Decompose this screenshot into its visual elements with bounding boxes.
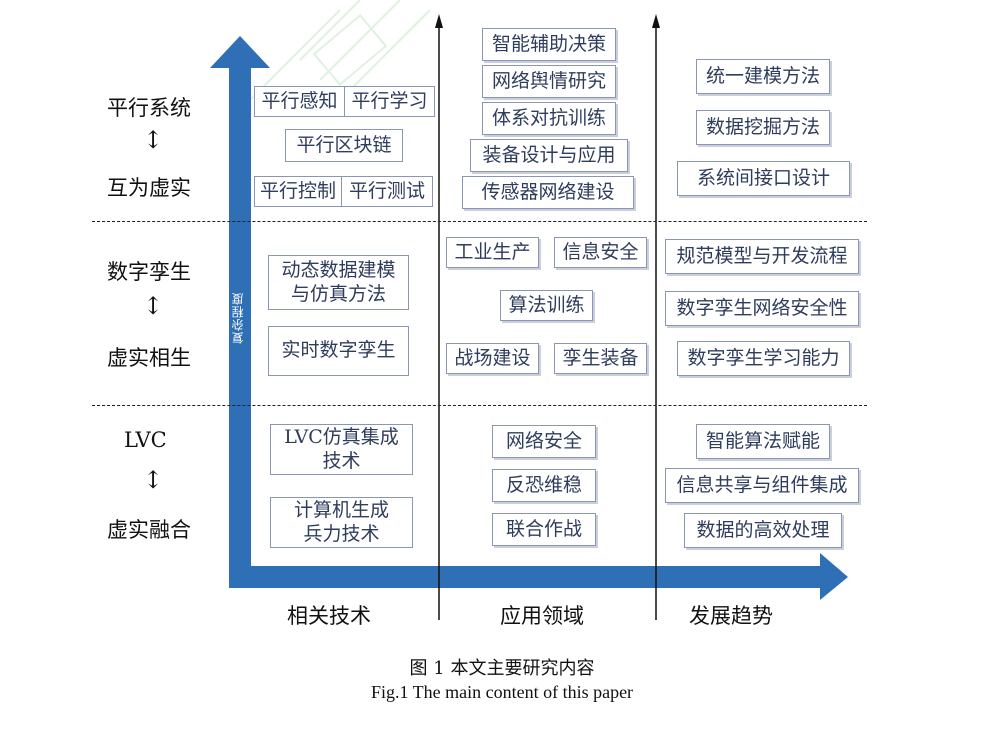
app-box-battlefield-construction: 战场建设 <box>446 343 539 374</box>
trend-box-intelligent-algorithm: 智能算法赋能 <box>696 424 830 459</box>
tech-box-parallel-blockchain: 平行区块链 <box>285 129 403 162</box>
double-arrow-icon: ↕ <box>143 466 164 494</box>
column-label-trend: 发展趋势 <box>689 604 773 628</box>
tech-box-lvc-simulation: LVC仿真集成 技术 <box>270 424 413 475</box>
tech-box-line: 与仿真方法 <box>290 282 386 305</box>
tech-box-parallel-perception: 平行感知 <box>254 86 345 117</box>
app-box-anti-terrorism: 反恐维稳 <box>492 469 596 502</box>
tech-box-line: 技术 <box>322 449 361 472</box>
app-box-industrial-production: 工业生产 <box>446 237 539 268</box>
tech-box-parallel-learning: 平行学习 <box>344 86 435 117</box>
row-label-parallel-system: 平行系统 <box>107 96 191 120</box>
tech-box-computer-generated-forces: 计算机生成 兵力技术 <box>270 497 413 548</box>
trend-box-standard-model: 规范模型与开发流程 <box>665 239 859 274</box>
trend-box-system-interface: 系统间接口设计 <box>677 161 850 196</box>
trend-box-info-sharing: 信息共享与组件集成 <box>665 468 859 503</box>
row-separator-2 <box>92 405 867 406</box>
double-arrow-icon: ↕ <box>143 126 164 154</box>
tech-box-realtime-digital-twin: 实时数字孪生 <box>268 326 409 376</box>
app-box-system-confrontation: 体系对抗训练 <box>482 102 616 135</box>
tech-box-line: 计算机生成 <box>293 498 389 521</box>
app-box-sensor-network: 传感器网络建设 <box>462 176 634 209</box>
figure-caption-en: Fig.1 The main content of this paper <box>370 682 634 702</box>
tech-box-line: 动态数据建模 <box>281 258 396 281</box>
app-box-public-opinion: 网络舆情研究 <box>482 65 616 98</box>
row-label-digital-twin: 数字孪生 <box>107 260 191 284</box>
app-box-decision-support: 智能辅助决策 <box>482 28 616 61</box>
column-label-application: 应用领域 <box>500 604 584 628</box>
row-label-virtual-real-born: 虚实相生 <box>107 346 191 370</box>
row-label-lvc: LVC <box>124 428 167 452</box>
tech-box-parallel-testing: 平行测试 <box>341 176 433 207</box>
app-box-equipment-design: 装备设计与应用 <box>470 139 628 172</box>
row-separator-1 <box>92 221 867 222</box>
app-box-twin-equipment: 孪生装备 <box>554 343 647 374</box>
trend-box-twin-network-security: 数字孪生网络安全性 <box>665 291 859 326</box>
app-box-information-security: 信息安全 <box>554 237 647 268</box>
column-label-tech: 相关技术 <box>287 604 371 628</box>
tech-box-line: 兵力技术 <box>303 522 380 545</box>
row-label-mutual-virtual: 互为虚实 <box>107 176 191 200</box>
tech-box-parallel-control: 平行控制 <box>254 176 342 207</box>
figure-caption-cn: 图 1 本文主要研究内容 <box>409 658 595 679</box>
trend-box-unified-modeling: 统一建模方法 <box>696 59 830 94</box>
app-box-joint-operations: 联合作战 <box>492 513 596 546</box>
row-label-virtual-real-fusion: 虚实融合 <box>107 518 191 542</box>
y-axis-arrow <box>210 36 270 588</box>
trend-box-efficient-processing: 数据的高效处理 <box>684 513 842 548</box>
tech-box-dynamic-data-modeling: 动态数据建模 与仿真方法 <box>268 255 409 310</box>
double-arrow-icon: ↕ <box>143 292 164 320</box>
x-axis-arrow <box>229 553 848 600</box>
app-box-network-security: 网络安全 <box>492 425 596 458</box>
app-box-algorithm-training: 算法训练 <box>500 290 593 321</box>
trend-box-twin-learning: 数字孪生学习能力 <box>677 341 850 376</box>
trend-box-data-mining: 数据挖掘方法 <box>696 110 830 145</box>
tech-box-line: LVC仿真集成 <box>284 425 399 448</box>
